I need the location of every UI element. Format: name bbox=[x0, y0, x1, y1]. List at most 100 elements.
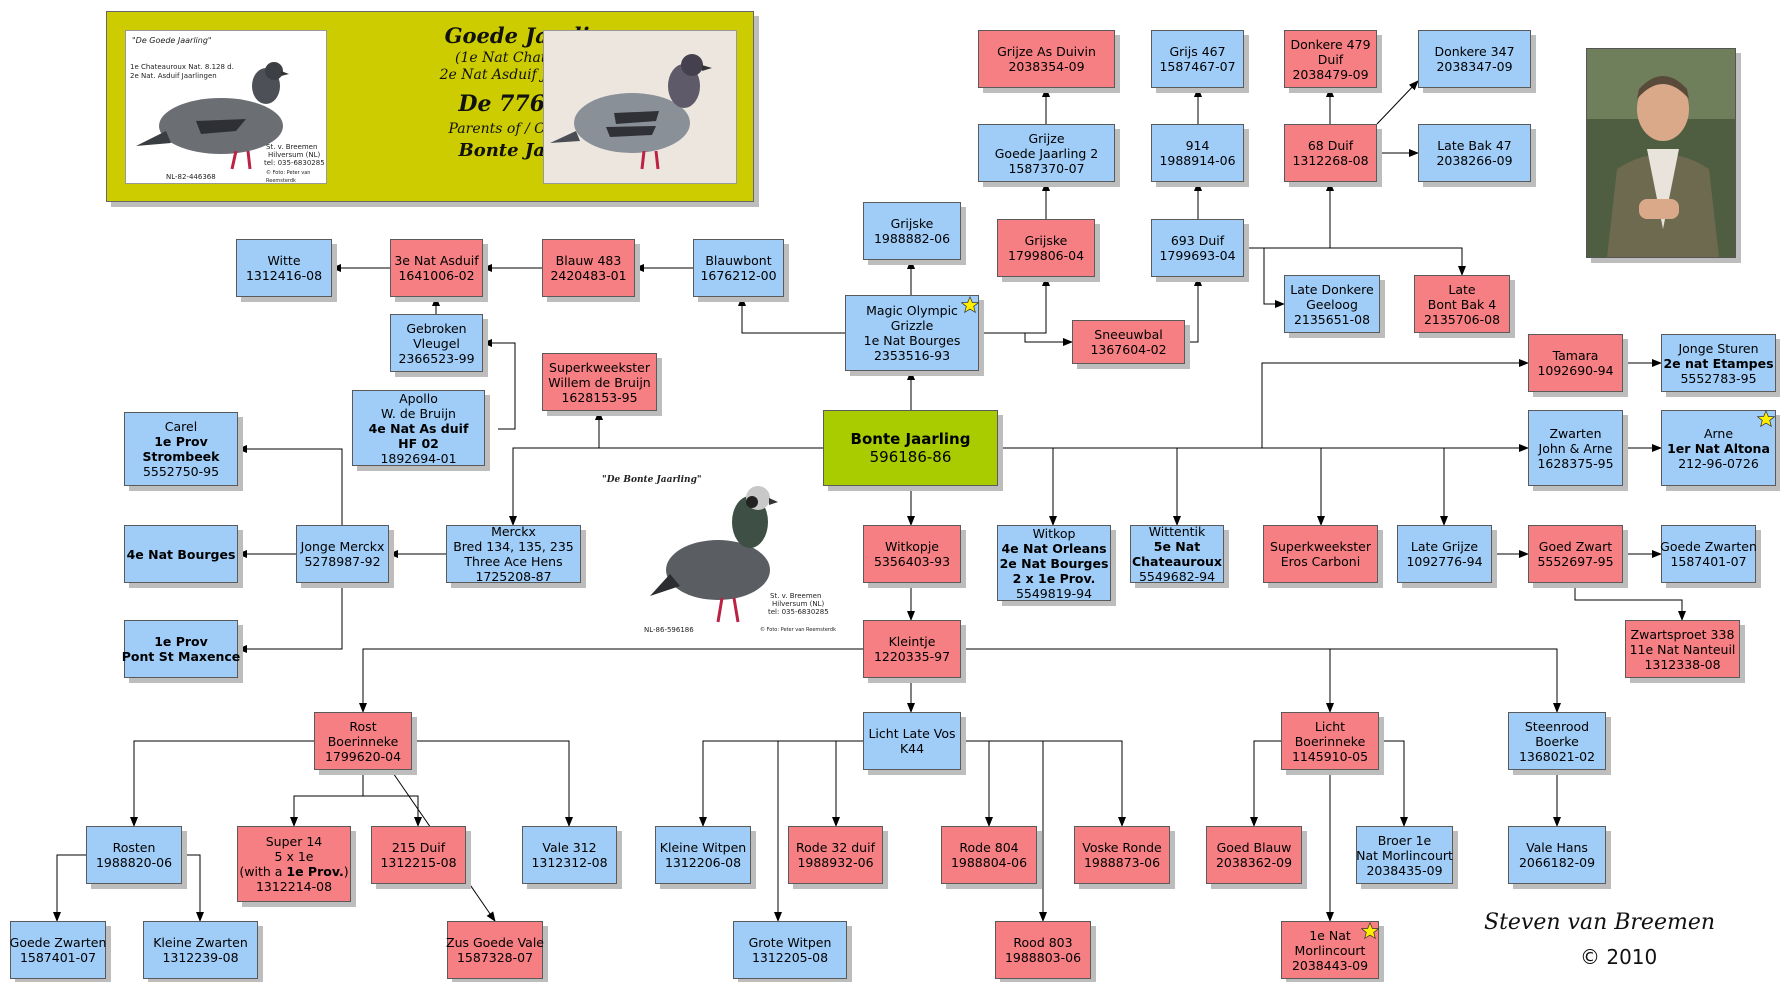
node-line: Goed Blauw bbox=[1216, 840, 1292, 855]
node-line: Late Bak 47 bbox=[1437, 138, 1512, 153]
node-line: 3e Nat Asduif bbox=[394, 253, 479, 268]
node-line: 2353516-93 bbox=[873, 348, 951, 363]
node-line: 596186-86 bbox=[869, 448, 952, 466]
node-line: 2038266-09 bbox=[1436, 153, 1513, 168]
node-line: 2038347-09 bbox=[1436, 59, 1513, 74]
node-line: 4e Nat Orleans bbox=[1001, 540, 1107, 556]
connector-arrow bbox=[832, 740, 863, 827]
node-line: Grote Witpen bbox=[748, 935, 832, 950]
connector-arrow bbox=[53, 854, 86, 922]
node-line: 212-96-0726 bbox=[1678, 455, 1759, 471]
photo-owner-2: Hilversum (NL) bbox=[268, 151, 321, 159]
connector-arrow bbox=[1244, 247, 1285, 308]
connector-arrow bbox=[482, 339, 516, 430]
node-line: Apollo bbox=[399, 390, 438, 406]
node-line: 1799806-04 bbox=[1007, 248, 1085, 263]
node-line: Chateauroux bbox=[1131, 554, 1222, 569]
node-line: 1799693-04 bbox=[1159, 248, 1236, 263]
node-line: Witkop bbox=[1032, 525, 1076, 541]
node-line: Super 14 bbox=[265, 834, 323, 849]
connector-arrow bbox=[412, 740, 573, 827]
node-line: W. de Bruijn bbox=[381, 405, 456, 421]
star-icon bbox=[1757, 410, 1775, 428]
node-line: Geeloog bbox=[1306, 296, 1358, 312]
node-line: 693 Duif bbox=[1170, 233, 1225, 248]
node-line: Three Ace Hens bbox=[464, 554, 563, 569]
node-line: 1e Nat Bourges bbox=[863, 333, 961, 348]
node-line: Sneeuwbal bbox=[1094, 327, 1163, 342]
node-line: Late Donkere bbox=[1290, 281, 1374, 297]
node-line: Zwartsproet 338 bbox=[1630, 626, 1735, 642]
node-line: Vleugel bbox=[413, 335, 460, 351]
connector-arrow bbox=[182, 854, 204, 922]
node-line: (with a 1e Prov.) bbox=[239, 864, 349, 879]
pigeon-image-icon bbox=[550, 54, 712, 170]
node-line: Grijze bbox=[1028, 130, 1065, 146]
node-line: 1092776-94 bbox=[1406, 554, 1483, 569]
node-line: Morlincourt bbox=[1294, 942, 1366, 958]
pigeon-image-icon bbox=[650, 486, 778, 623]
node-line: 1220335-97 bbox=[873, 649, 951, 664]
node-line: Witte bbox=[267, 253, 301, 268]
node-line: 914 bbox=[1185, 138, 1210, 153]
node-line: 1312338-08 bbox=[1644, 656, 1721, 672]
node-line: Late bbox=[1448, 281, 1476, 297]
node-line: Broer 1e bbox=[1377, 832, 1432, 848]
node-line: 4e Nat Bourges bbox=[126, 546, 236, 562]
node-line: Goede Zwarten bbox=[9, 935, 107, 950]
connector-arrow bbox=[1244, 181, 1334, 249]
node-line: 68 Duif bbox=[1307, 138, 1354, 153]
photo-caption: "De Goede Jaarling" bbox=[132, 36, 212, 45]
node-line: Eros Carboni bbox=[1280, 554, 1361, 569]
node-line: 2e nat Etampes bbox=[1663, 355, 1774, 371]
node-line: Donkere 479 bbox=[1290, 36, 1371, 52]
node-line: Nat Morlincourt bbox=[1356, 847, 1453, 863]
node-line: 1312268-08 bbox=[1292, 153, 1369, 168]
node-line: Willem de Bruijn bbox=[548, 374, 651, 390]
connector-arrow bbox=[509, 447, 823, 526]
photo-goede-jaarling: "De Goede Jaarling" 1e Chateauroux Nat. … bbox=[125, 30, 327, 184]
node-line: 1er Nat Altona bbox=[1667, 440, 1770, 456]
node-line: Rost bbox=[349, 718, 377, 734]
